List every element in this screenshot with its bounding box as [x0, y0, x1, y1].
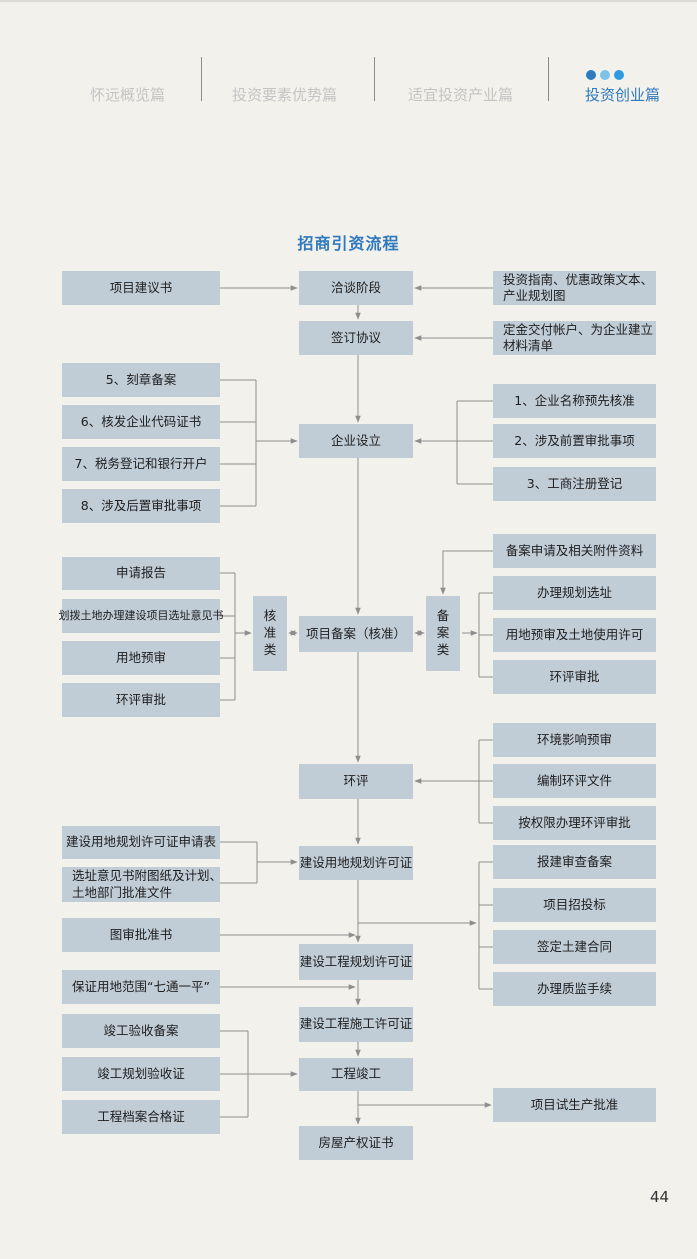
node-approval-type: 核准类: [253, 596, 287, 671]
node-deposit-account: 定金交付帐户、为企业建立材料清单: [493, 321, 656, 355]
node-completion: 工程竣工: [299, 1058, 413, 1091]
node-engineering-planning-permit: 建设工程规划许可证: [299, 944, 413, 980]
node-archive-certificate: 工程档案合格证: [62, 1100, 220, 1134]
node-seven-connections: 保证用地范围“七通一平”: [62, 970, 220, 1004]
node-investment-guide: 投资指南、优惠政策文本、产业规划图: [493, 271, 656, 305]
nav-divider: [548, 57, 549, 101]
node-completion-filing: 竣工验收备案: [62, 1014, 220, 1048]
node-eia-documents: 编制环评文件: [493, 764, 656, 798]
node-org-code: 6、核发企业代码证书: [62, 405, 220, 439]
node-construction-permit: 建设工程施工许可证: [299, 1007, 413, 1042]
node-eia-approval-left: 环评审批: [62, 683, 220, 717]
tab-investment-startup[interactable]: 投资创业篇: [585, 86, 661, 104]
node-tax-bank: 7、税务登记和银行开户: [62, 447, 220, 481]
node-civil-contract: 签定土建合同: [493, 930, 656, 964]
nav-divider: [374, 57, 375, 101]
node-site-selection: 办理规划选址: [493, 576, 656, 610]
page-number: 44: [650, 1188, 670, 1206]
node-seal-filing: 5、刻章备案: [62, 363, 220, 397]
tab-overview[interactable]: 怀远概览篇: [90, 86, 166, 104]
node-filing-type: 备案类: [426, 596, 460, 671]
node-land-use-permit: 用地预审及土地使用许可: [493, 618, 656, 652]
node-site-drawings: 选址意见书附图纸及计划、土地部门批准文件: [62, 867, 222, 902]
node-sign-agreement: 签订协议: [299, 321, 413, 355]
node-filing-application: 备案申请及相关附件资料: [493, 534, 656, 568]
node-land-pre-review: 用地预审: [62, 641, 220, 675]
nav-dot-1: [586, 70, 596, 80]
node-bidding: 项目招投标: [493, 888, 656, 922]
node-pre-approval: 2、涉及前置审批事项: [493, 424, 656, 458]
node-eia-pre-review: 环境影响预审: [493, 723, 656, 757]
node-post-approval: 8、涉及后置审批事项: [62, 489, 220, 523]
tab-investment-advantages[interactable]: 投资要素优势篇: [232, 86, 338, 104]
node-property-certificate: 房屋产权证书: [299, 1126, 413, 1160]
node-land-planning-permit: 建设用地规划许可证: [299, 846, 413, 880]
node-project-proposal: 项目建议书: [62, 271, 220, 305]
node-drawing-review: 图审批准书: [62, 918, 220, 952]
node-enterprise-setup: 企业设立: [299, 424, 413, 458]
node-site-opinion: 划拨土地办理建设项目选址意见书: [59, 599, 224, 633]
top-border: [0, 0, 697, 2]
node-eia-authority-approval: 按权限办理环评审批: [493, 806, 656, 840]
tab-industries[interactable]: 适宜投资产业篇: [408, 86, 514, 104]
node-application-report: 申请报告: [62, 557, 220, 590]
node-eia-approval-right: 环评审批: [493, 660, 656, 694]
filing-type-label: 备案类: [436, 608, 450, 657]
node-planning-acceptance: 竣工规划验收证: [62, 1057, 220, 1091]
nav-divider: [201, 57, 202, 101]
diagram-title: 招商引资流程: [297, 234, 400, 253]
node-construction-review: 报建审查备案: [493, 845, 656, 879]
node-negotiation: 洽谈阶段: [299, 271, 413, 305]
approval-type-label: 核准类: [263, 608, 277, 657]
nav-dot-2: [600, 70, 610, 80]
node-name-approval: 1、企业名称预先核准: [493, 384, 656, 418]
node-business-registration: 3、工商注册登记: [493, 467, 656, 501]
node-eia: 环评: [299, 764, 413, 799]
node-trial-production: 项目试生产批准: [493, 1088, 656, 1122]
node-project-filing: 项目备案（核准）: [299, 616, 413, 652]
node-land-permit-application: 建设用地规划许可证申请表: [62, 826, 220, 859]
nav-dot-3: [614, 70, 624, 80]
node-quality-supervision: 办理质监手续: [493, 972, 656, 1006]
